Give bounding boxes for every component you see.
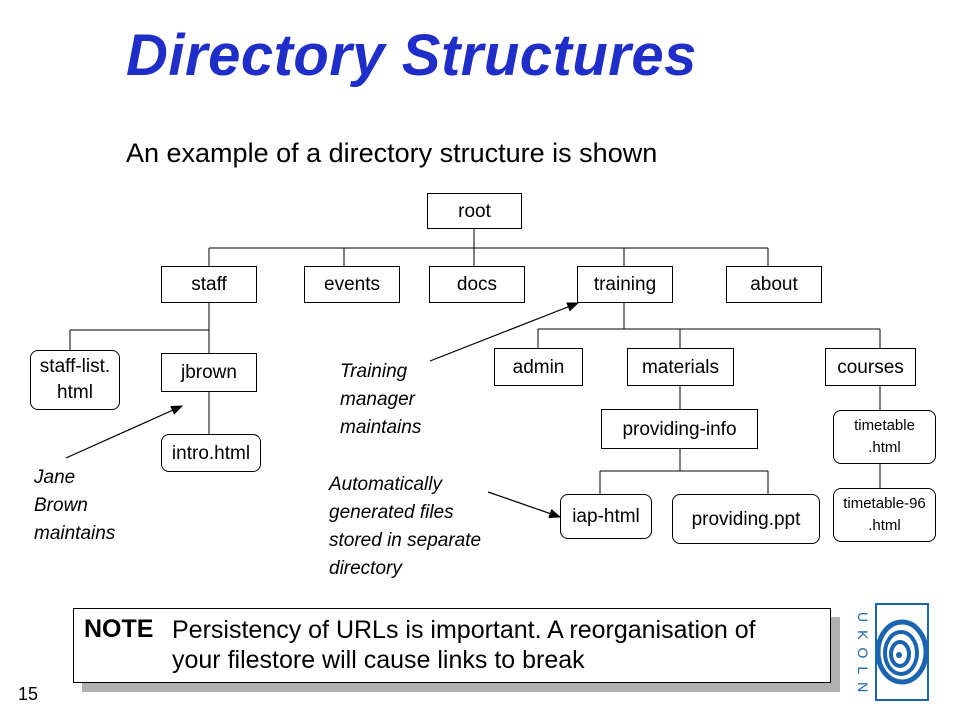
node-materials: materials bbox=[627, 348, 734, 386]
slide-subtitle: An example of a directory structure is s… bbox=[126, 138, 658, 168]
node-intro-html: intro.html bbox=[161, 434, 261, 472]
node-root: root bbox=[427, 193, 522, 229]
node-staff-list-html: staff-list. html bbox=[30, 350, 120, 410]
ukoln-logo-icon: UKOLN bbox=[855, 603, 929, 701]
node-timetable-96-html: timetable-96 .html bbox=[833, 488, 936, 542]
node-about: about bbox=[726, 266, 822, 303]
note-label: NOTE bbox=[84, 615, 154, 643]
annotation-auto-generated: Automatically generated files stored in … bbox=[329, 474, 482, 579]
annotation-training-manager: Training manager maintains bbox=[340, 361, 422, 438]
node-docs: docs bbox=[429, 266, 525, 303]
jane-arrow bbox=[65, 405, 184, 459]
auto-arrow bbox=[487, 491, 562, 518]
node-providing-info: providing-info bbox=[601, 409, 758, 449]
node-admin: admin bbox=[494, 348, 583, 386]
node-providing-ppt: providing.ppt bbox=[672, 494, 820, 544]
page-number: 15 bbox=[18, 684, 39, 704]
note-box: NOTE Persistency of URLs is important. A… bbox=[73, 608, 831, 683]
note-text: Persistency of URLs is important. A reor… bbox=[172, 616, 756, 674]
slide-title: Directory Structures bbox=[126, 23, 697, 88]
node-training: training bbox=[577, 266, 673, 303]
node-events: events bbox=[304, 266, 400, 303]
annotation-jane-brown: Jane Brown maintains bbox=[34, 467, 116, 544]
logo-text: UKOLN bbox=[855, 612, 871, 700]
node-courses: courses bbox=[825, 348, 916, 386]
node-timetable-html: timetable .html bbox=[833, 410, 936, 464]
node-staff: staff bbox=[161, 266, 257, 303]
node-iap-html: iap-html bbox=[560, 494, 652, 539]
training-arrow bbox=[429, 302, 580, 362]
node-jbrown: jbrown bbox=[161, 353, 257, 392]
